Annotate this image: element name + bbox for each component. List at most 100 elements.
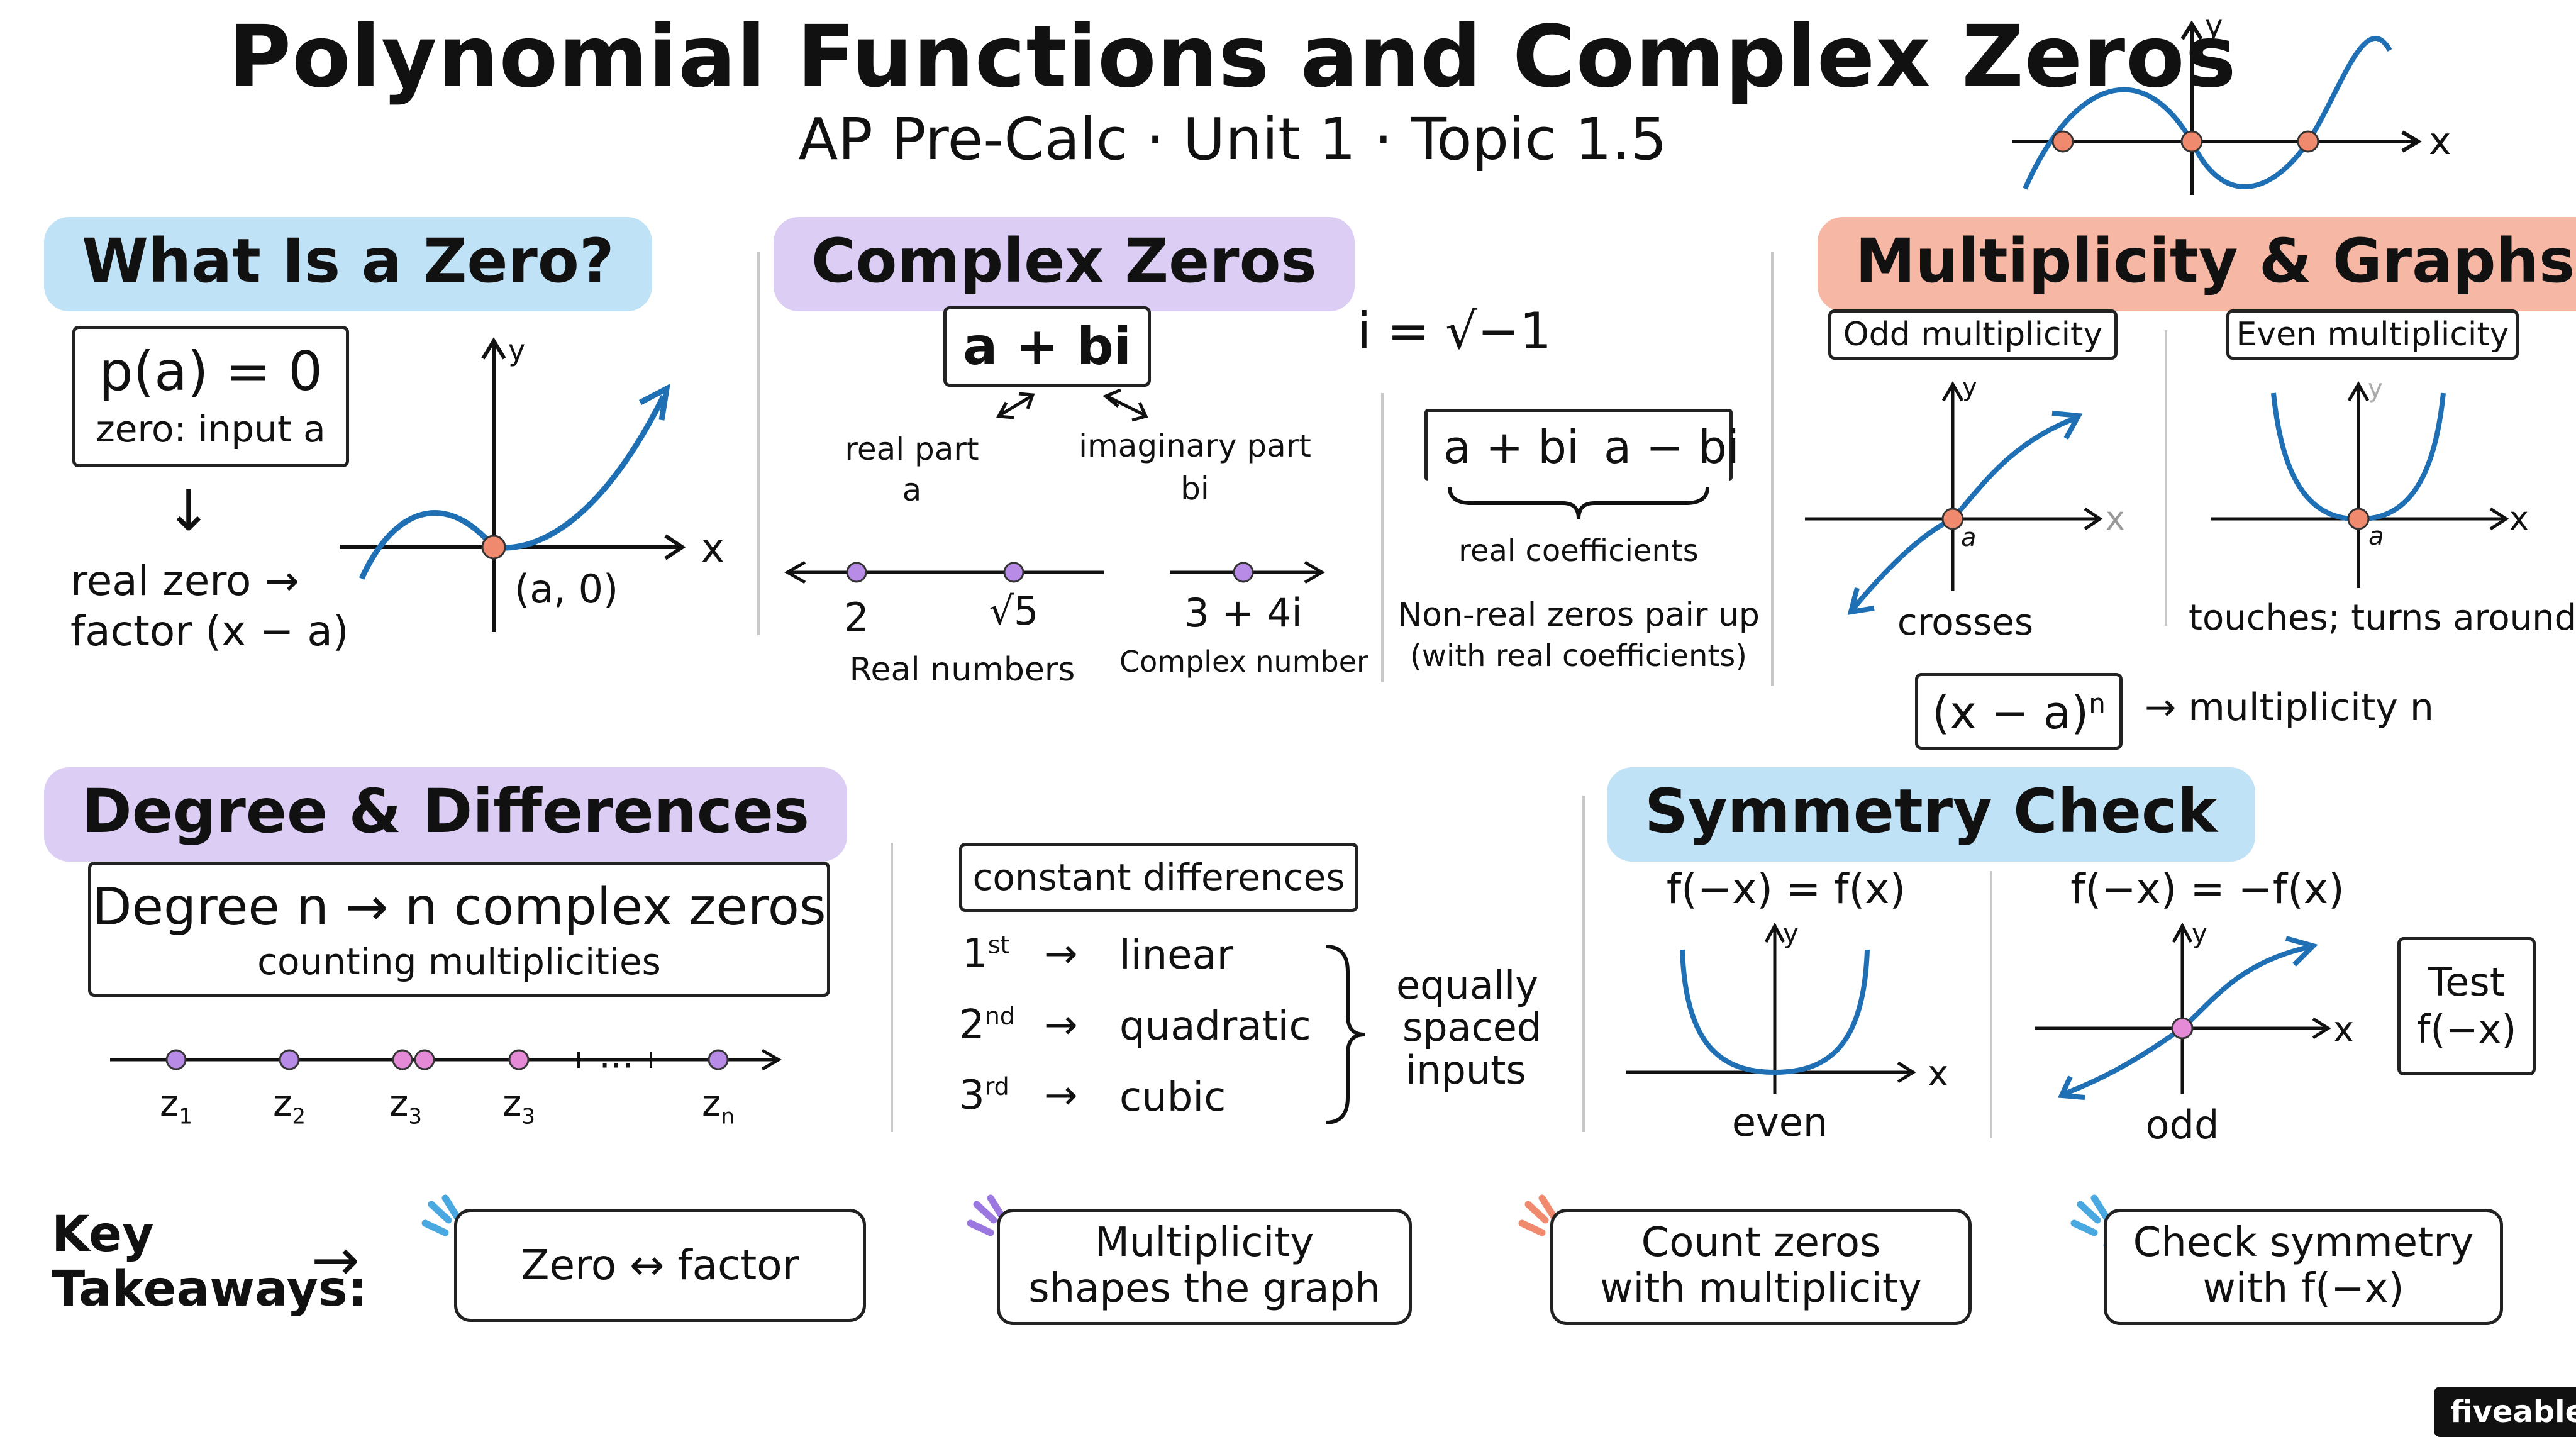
takeaway-card-3: Count zeros with multiplicity	[1550, 1209, 1972, 1325]
even-point-label: a	[2368, 522, 2384, 551]
header-graph-x-label: x	[2429, 119, 2451, 164]
header-graph-y-arrow	[2180, 20, 2203, 40]
zero-label: z1	[159, 1082, 193, 1130]
down-arrow-icon: ↓	[165, 478, 213, 544]
test-line2: f(−x)	[2416, 1006, 2517, 1052]
factor-exponent: n	[2089, 688, 2106, 719]
takeaways-label-line1: Key	[52, 1206, 154, 1263]
factor-result: → multiplicity n	[2145, 686, 2434, 730]
test-box: Test f(−x)	[2397, 937, 2536, 1075]
conjugate-box: a + bi a − bi	[1424, 409, 1740, 481]
header-zero-point	[2051, 130, 2074, 153]
divider	[1582, 796, 1585, 1132]
divider	[891, 843, 893, 1132]
complex-part-arrows	[996, 388, 1148, 422]
even-graph-y-label: y	[2368, 374, 2383, 403]
odd-zero-point	[1941, 508, 1964, 530]
zero-point-z2	[279, 1049, 300, 1070]
zero-point-z1	[165, 1049, 187, 1070]
i-definition: i = √−1	[1357, 302, 1552, 360]
odd-multiplicity-graph	[1805, 380, 2103, 615]
page-subtitle: AP Pre-Calc · Unit 1 · Topic 1.5	[798, 106, 1667, 173]
zero-point-zn	[708, 1049, 729, 1070]
conjugate-a: a + bi	[1443, 421, 1579, 474]
header-graph-curve	[2023, 36, 2392, 190]
zero-graph-x-label: x	[701, 525, 724, 571]
zero-label: z3	[389, 1082, 423, 1130]
even-multiplicity-label: Even multiplicity	[2226, 309, 2519, 360]
difference-row-name: linear	[1119, 932, 1234, 979]
section-heading-multiplicity: Multiplicity & Graphs	[1818, 217, 2576, 311]
point-label: 2	[844, 594, 869, 640]
imag-part-label: imaginary part	[1079, 428, 1311, 464]
zero-graph-curve	[358, 394, 667, 580]
takeaway-text: shapes the graph	[1028, 1265, 1380, 1312]
point-label: 3 + 4i	[1184, 590, 1302, 636]
even-caption: even	[1731, 1099, 1828, 1145]
even-caption: touches; turns around	[2189, 597, 2576, 638]
takeaway-text: Check symmetry	[2133, 1219, 2474, 1266]
takeaway-card-2: Multiplicity shapes the graph	[997, 1209, 1412, 1325]
zeros-number-line	[110, 1048, 782, 1071]
degree-main: Degree n → n complex zeros	[92, 877, 826, 937]
constant-differences-label: constant differences	[959, 843, 1358, 912]
brace-note-1: equally	[1396, 962, 1538, 1008]
odd-graph-x-label: x	[2106, 500, 2125, 538]
zero-point	[481, 535, 506, 560]
divider	[1990, 871, 1992, 1138]
real-numbers-label: Real numbers	[849, 651, 1075, 689]
odd-caption: crosses	[1897, 601, 2034, 643]
takeaways-arrow: →	[311, 1226, 360, 1294]
divider	[1381, 393, 1384, 682]
even-graph-x-label: x	[1928, 1053, 1949, 1094]
zero-label: z2	[272, 1082, 306, 1130]
zero-label: zn	[701, 1082, 735, 1130]
page-title: Polynomial Functions and Complex Zeros	[228, 8, 2237, 107]
takeaway-text: Multiplicity	[1094, 1219, 1314, 1266]
takeaway-card-4: Check symmetry with f(−x)	[2104, 1209, 2503, 1325]
divider	[2165, 330, 2167, 626]
takeaways-label-line2: Takeaways:	[52, 1261, 367, 1318]
zero-graph-curve-arrow	[638, 383, 670, 421]
difference-row-arrow: →	[1044, 1072, 1078, 1119]
difference-row-name: cubic	[1119, 1074, 1226, 1121]
zero-note: zero: input a	[96, 408, 326, 450]
even-graph-y-label: y	[1783, 918, 1799, 949]
difference-row-ordinal: 2nd	[959, 1002, 1015, 1048]
number-line-graphic	[784, 560, 1325, 584]
odd-function-graph	[2035, 922, 2331, 1100]
header-wave-graph	[2012, 20, 2422, 195]
imag-part-value: bi	[1180, 470, 1209, 507]
odd-graph-y-label: y	[2192, 918, 2207, 949]
section-heading-complex: Complex Zeros	[774, 217, 1355, 311]
zero-label: z3	[502, 1082, 536, 1130]
pair-line2: (with real coefficients)	[1410, 638, 1747, 674]
complex-form-box: a + bi	[943, 306, 1151, 387]
section-heading-zero: What Is a Zero?	[44, 217, 652, 311]
difference-row-name: quadratic	[1119, 1003, 1311, 1050]
takeaway-card-1: Zero ↔ factor	[454, 1209, 866, 1322]
real-zero-line1: real zero →	[70, 557, 299, 605]
zero-graph-x-arrow	[664, 534, 686, 560]
zeros-ellipsis: ···	[599, 1044, 634, 1087]
difference-row-arrow: →	[1044, 931, 1078, 977]
header-graph-y-label: y	[2205, 9, 2223, 44]
zero-graph-y-arrow	[481, 337, 506, 360]
takeaway-text: Zero ↔ factor	[521, 1241, 799, 1289]
difference-row-arrow: →	[1044, 1002, 1078, 1048]
factor-base: (x − a)	[1932, 686, 2089, 739]
header-zero-point	[2180, 130, 2203, 153]
odd-function-origin-point	[2171, 1017, 2194, 1040]
conjugate-brace	[1448, 487, 1709, 519]
even-zero-point	[2347, 508, 2370, 530]
header-zero-point	[2297, 130, 2319, 153]
section-heading-degree: Degree & Differences	[44, 767, 848, 862]
zero-point-z3-repeat	[414, 1049, 435, 1070]
real-part-label: real part	[845, 431, 979, 467]
odd-function-equation: f(−x) = −f(x)	[2070, 865, 2345, 913]
even-function-equation: f(−x) = f(x)	[1666, 865, 1906, 913]
degree-sub: counting multiplicities	[257, 940, 661, 983]
point-sqrt5	[1003, 562, 1024, 583]
right-brace	[1325, 945, 1365, 1124]
even-multiplicity-graph	[2211, 380, 2509, 588]
